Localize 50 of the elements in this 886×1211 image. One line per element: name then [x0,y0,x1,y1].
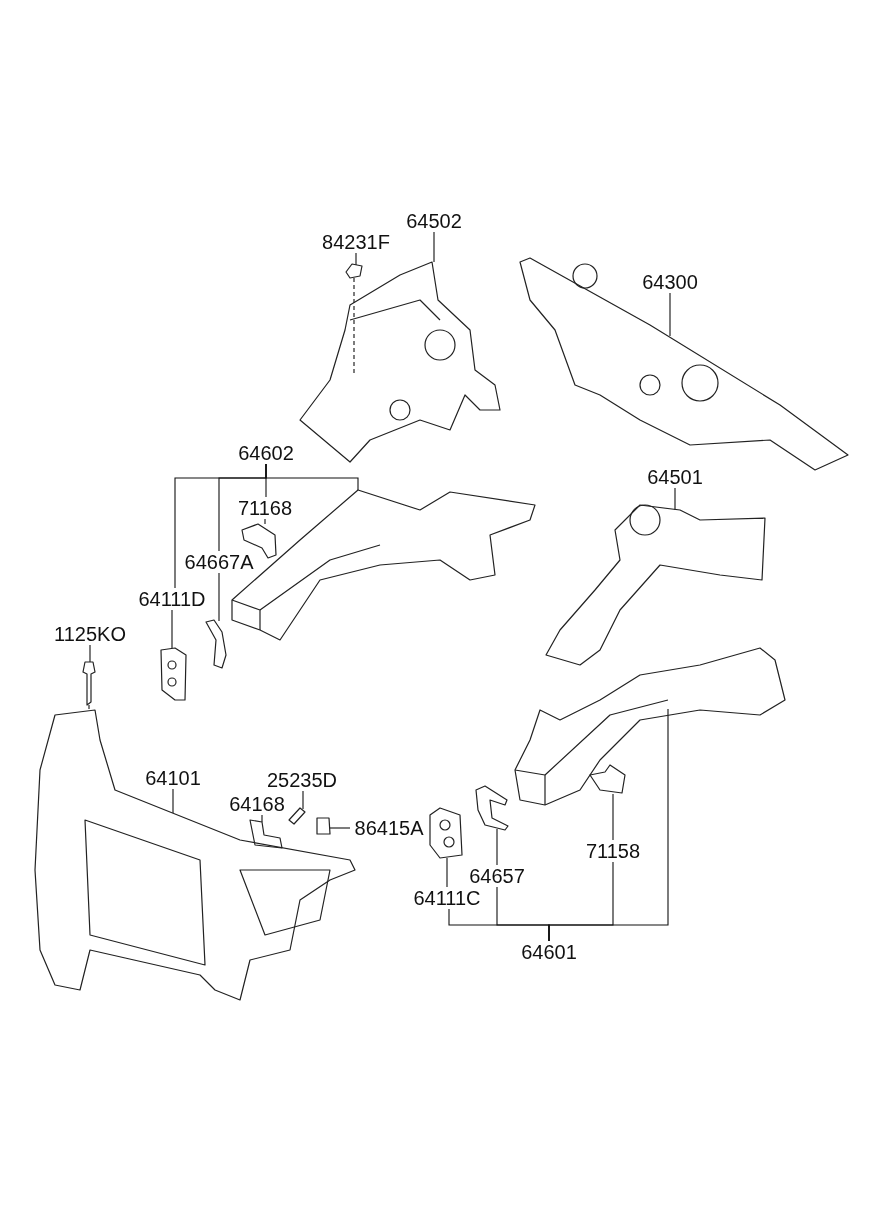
part-number: 64657 [469,865,525,887]
leader-line [329,827,351,829]
bracket-drawing [589,764,626,796]
part-number: 64602 [238,442,294,464]
leader-line [355,252,357,266]
part-number: 64300 [642,271,698,293]
bracket-drawing [475,785,509,831]
leader-line [674,487,676,511]
part-number: 64501 [647,466,703,488]
leader-line [89,644,91,663]
part-number: 64101 [145,767,201,789]
leader-line [265,463,359,491]
bolt-drawing [82,661,97,706]
side-member-drawing [513,646,787,807]
leader-line [171,609,173,649]
part-number: 64601 [521,941,577,963]
grommet-drawing [344,262,364,280]
leader-line [261,814,263,823]
bracket-drawing [204,618,228,670]
bracket-drawing [249,819,283,849]
leader-line [669,292,671,337]
leader-line [433,231,435,263]
side-member-drawing [544,503,767,667]
leader-line [264,518,266,525]
leader-line [446,857,448,888]
leader-line [496,828,498,866]
screw-drawing [287,807,306,825]
part-number: 71158 [585,840,641,862]
part-number: 64667A [184,551,254,573]
leader-line [548,708,669,942]
fender-apron-drawing [298,260,502,464]
plate-drawing [429,807,463,859]
part-number: 84231F [322,231,390,253]
leader-line [172,788,174,814]
leader-line [302,790,304,810]
leader-line [218,572,220,622]
leader-line [612,793,614,841]
part-number: 64168 [229,793,285,815]
part-number: 64111D [138,588,206,610]
part-number: 86415A [354,817,424,839]
part-number: 64111C [413,887,481,909]
part-number: 71168 [237,497,293,519]
plate-drawing [159,646,188,702]
dash-panel-drawing [518,256,850,472]
radiator-support-drawing [34,708,357,1002]
part-number: 1125KO [54,623,126,645]
clip-drawing [316,817,331,835]
assembly-line [353,277,355,376]
part-number: 64502 [406,210,462,232]
part-number: 25235D [266,769,338,791]
